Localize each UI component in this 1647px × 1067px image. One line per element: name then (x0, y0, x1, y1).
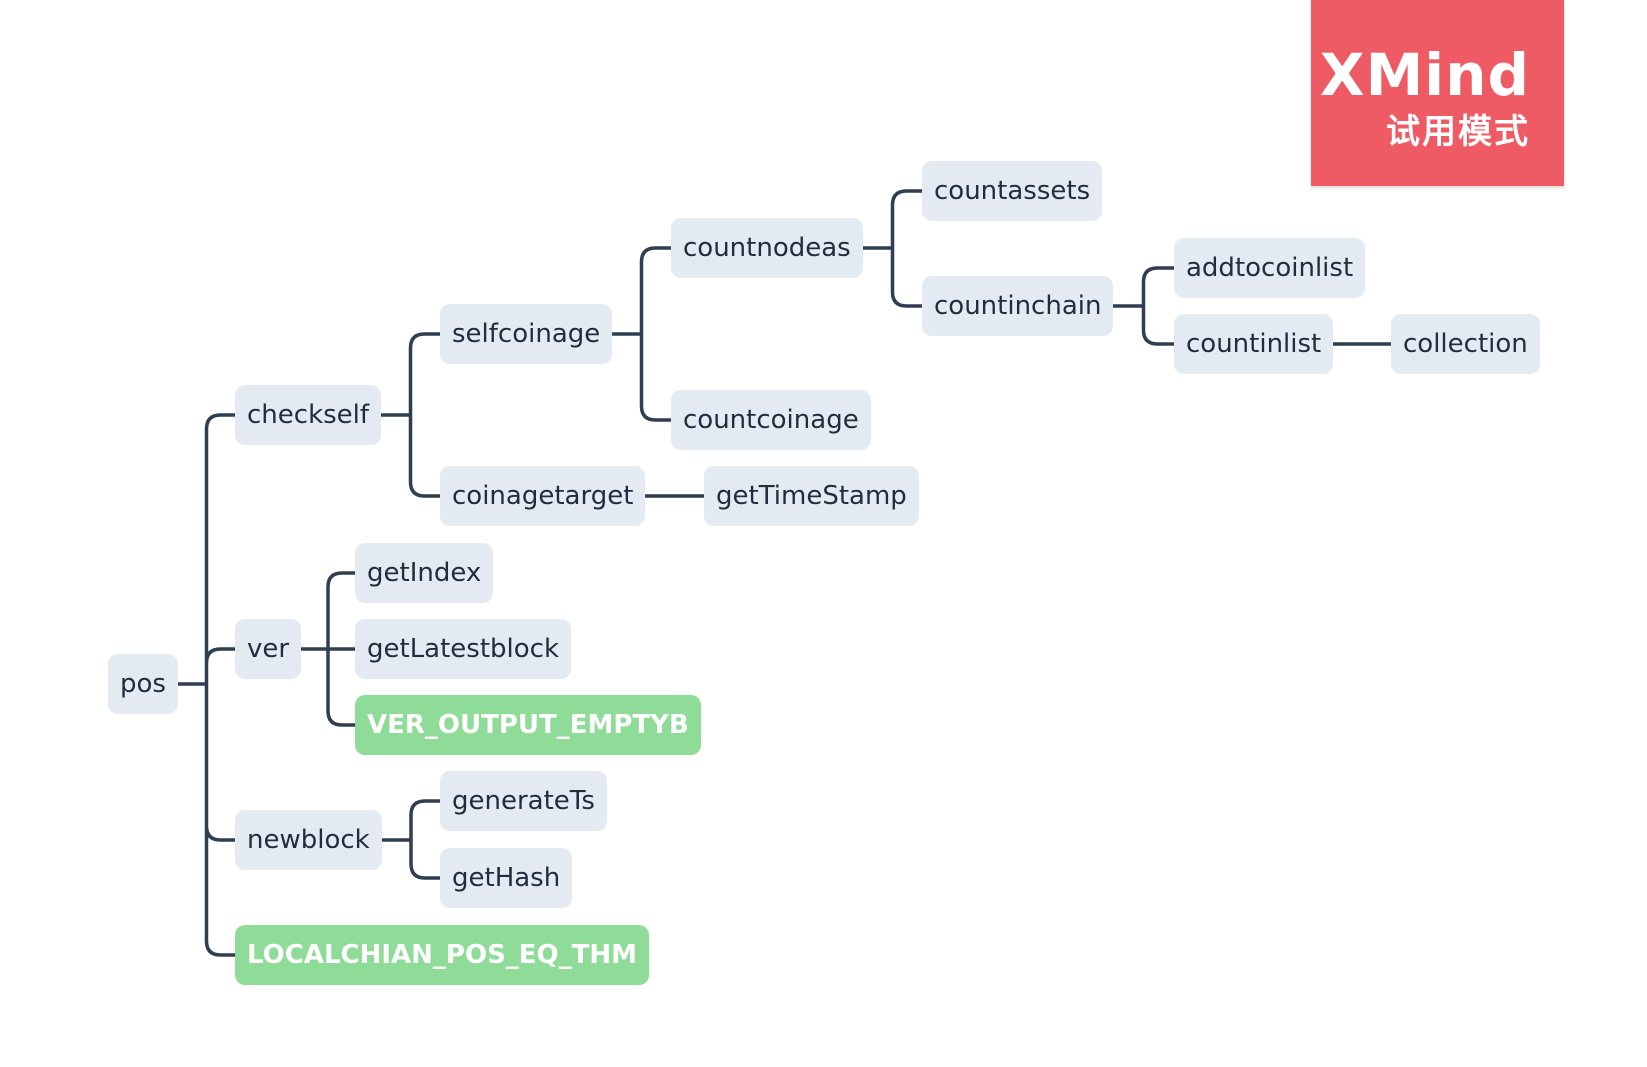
topic-ver[interactable]: ver (235, 619, 302, 679)
connector-line (1111, 266, 1176, 346)
topic-countinchain[interactable]: countinchain (922, 276, 1114, 336)
topic-gettimestamp[interactable]: getTimeStamp (704, 466, 919, 526)
topic-addtocoinlist[interactable]: addtocoinlist (1174, 238, 1366, 298)
topic-generatets[interactable]: generateTs (440, 771, 607, 831)
xmind-trial-watermark: XMind 试用模式 (1311, 0, 1564, 186)
topic-countnodeas[interactable]: countnodeas (671, 218, 863, 278)
root-topic-pos[interactable]: pos (108, 654, 178, 714)
connector-line (176, 413, 237, 957)
topic-countcoinage[interactable]: countcoinage (671, 390, 871, 450)
watermark-brand: XMind (1319, 41, 1530, 109)
topic-ver-output-emptyb[interactable]: VER_OUTPUT_EMPTYB (355, 695, 701, 755)
connector-line (299, 571, 357, 727)
connector-line (610, 246, 673, 422)
topic-newblock[interactable]: newblock (235, 810, 382, 870)
topic-selfcoinage[interactable]: selfcoinage (440, 304, 613, 364)
connector-line (379, 332, 442, 498)
connector-line (380, 799, 442, 880)
topic-coinagetarget[interactable]: coinagetarget (440, 466, 646, 526)
topic-getindex[interactable]: getIndex (355, 543, 494, 603)
topic-countassets[interactable]: countassets (922, 161, 1103, 221)
topic-getlatestblock[interactable]: getLatestblock (355, 619, 572, 679)
topic-countinlist[interactable]: countinlist (1174, 314, 1334, 374)
topic-localchian-pos-eq-thm[interactable]: LOCALCHIAN_POS_EQ_THM (235, 925, 650, 985)
connector-line (861, 189, 924, 308)
topic-collection[interactable]: collection (1391, 314, 1540, 374)
watermark-mode: 试用模式 (1386, 112, 1530, 152)
topic-checkself[interactable]: checkself (235, 385, 382, 445)
topic-gethash[interactable]: getHash (440, 848, 573, 908)
